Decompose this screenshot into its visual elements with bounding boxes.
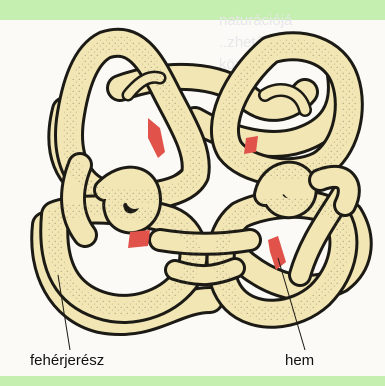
stipple-shading [40, 35, 360, 330]
heme-lower-left [128, 230, 150, 248]
heme-label: hem [285, 352, 314, 369]
heme-upper-right [244, 136, 258, 154]
protein-label: fehérjerész [30, 352, 104, 369]
